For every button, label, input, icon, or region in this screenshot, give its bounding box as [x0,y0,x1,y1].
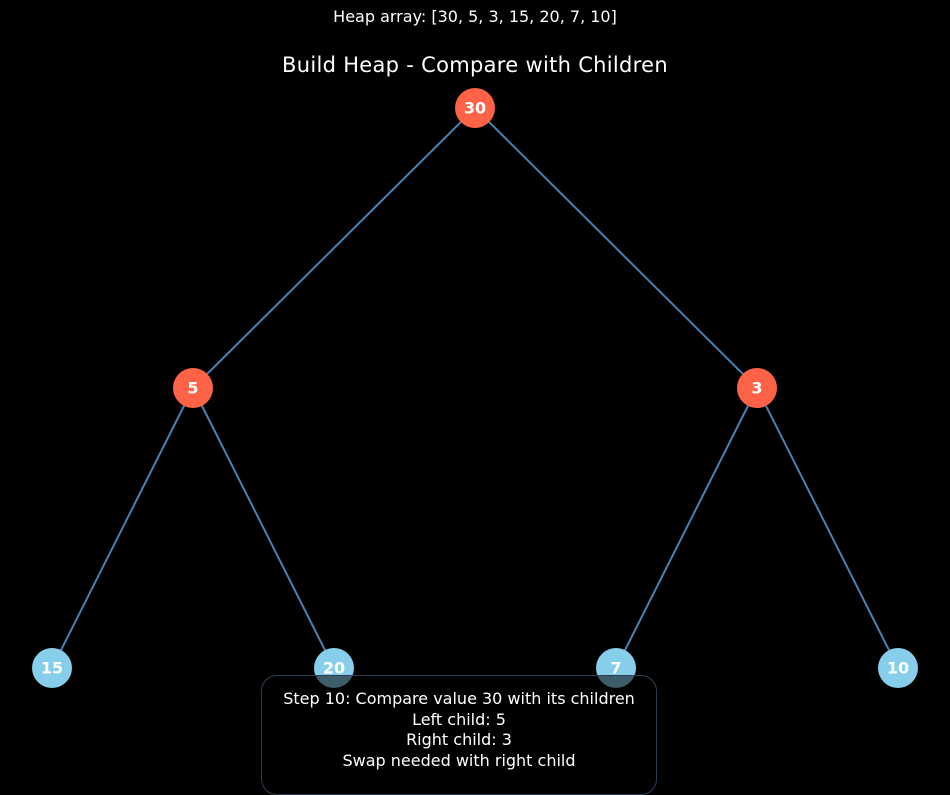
tree-node-circle [32,648,72,688]
tree-node-circle [455,88,495,128]
step-info-box: Step 10: Compare value 30 with its child… [261,675,657,795]
left-child-info: Left child: 5 [412,709,506,729]
tree-node: 5 [173,368,213,408]
tree-node-label: 15 [41,659,63,678]
tree-edge [192,107,476,389]
tree-node-label: 20 [323,659,345,678]
tree-edge [51,387,194,669]
tree-node-circle [737,368,777,408]
diagram-title: Build Heap - Compare with Children [282,53,668,77]
tree-node-circle [173,368,213,408]
tree-node-label: 30 [464,99,486,118]
tree-edge [756,387,899,669]
right-child-info: Right child: 3 [406,730,512,750]
swap-info: Swap needed with right child [342,751,576,771]
step-description: Step 10: Compare value 30 with its child… [283,689,635,708]
tree-node-label: 3 [751,379,762,398]
tree-edge [474,107,758,389]
tree-node: 3 [737,368,777,408]
tree-node-label: 7 [610,659,621,678]
heap-array-text: Heap array: [30, 5, 3, 15, 20, 7, 10] [333,7,617,26]
nodes-layer: 30 5 3 15 20 7 10 [32,88,918,688]
edges-layer [51,107,899,669]
tree-edge [192,387,335,669]
tree-node-label: 10 [887,659,909,678]
tree-node-circle [878,648,918,688]
tree-node: 30 [455,88,495,128]
tree-node: 10 [878,648,918,688]
tree-node-label: 5 [187,379,198,398]
tree-edge [615,387,758,669]
tree-node: 15 [32,648,72,688]
